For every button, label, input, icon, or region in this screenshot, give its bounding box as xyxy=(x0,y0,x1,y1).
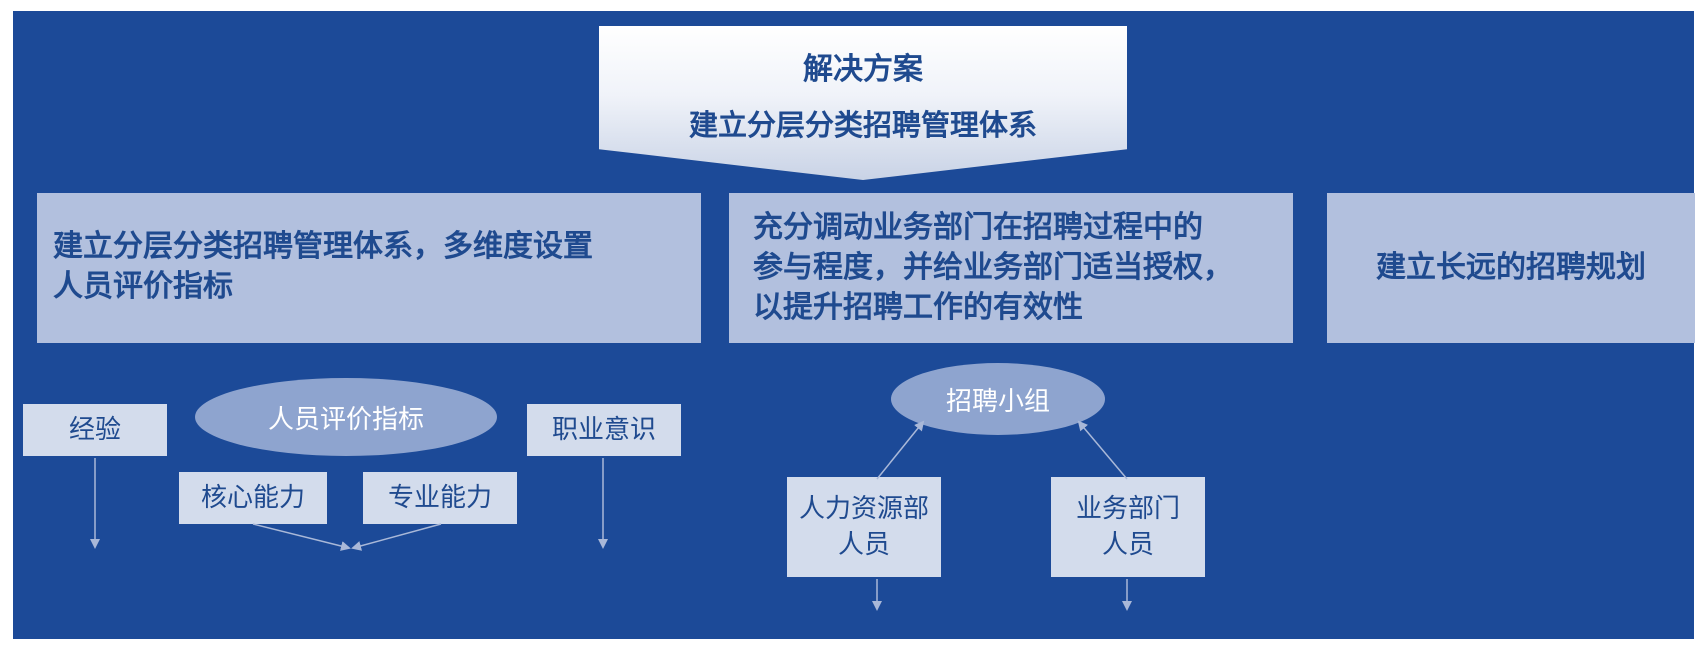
panel-middle-line3: 以提升招聘工作的有效性 xyxy=(753,290,1083,325)
arrow-core-converge xyxy=(252,523,351,551)
box-career-awareness: 职业意识 xyxy=(527,404,681,456)
box-business-staff: 业务部门 人员 xyxy=(1051,477,1205,577)
panel-business-participation: 充分调动业务部门在招聘过程中的 参与程度，并给业务部门适当授权， 以提升招聘工作… xyxy=(729,193,1293,343)
box-hr-line2: 人员 xyxy=(837,530,890,560)
box-experience: 经验 xyxy=(23,404,167,456)
diagram-canvas: 解决方案 建立分层分类招聘管理体系 建立分层分类招聘管理体系，多维度设置 人员评… xyxy=(13,11,1695,639)
solution-title: 解决方案 xyxy=(803,52,923,87)
arrow-hr-to-team xyxy=(876,420,925,480)
panel-right-text: 建立长远的招聘规划 xyxy=(1376,250,1646,285)
box-awareness-label: 职业意识 xyxy=(551,415,656,445)
connector-arrows xyxy=(90,420,1132,611)
box-professional-competency: 专业能力 xyxy=(363,472,517,524)
box-hr-staff: 人力资源部 人员 xyxy=(787,477,941,577)
ellipse-recruitment-team: 招聘小组 xyxy=(891,363,1105,435)
panel-long-term-plan: 建立长远的招聘规划 xyxy=(1327,193,1695,343)
solution-subtitle: 建立分层分类招聘管理体系 xyxy=(688,108,1037,142)
arrow-professional-converge xyxy=(351,523,442,551)
panel-middle-line2: 参与程度，并给业务部门适当授权， xyxy=(753,250,1233,285)
panel-middle-line1: 充分调动业务部门在招聘过程中的 xyxy=(753,210,1203,245)
ellipse-evaluation-indicators: 人员评价指标 xyxy=(195,378,497,456)
panel-left-line1: 建立分层分类招聘管理体系，多维度设置 xyxy=(53,229,593,264)
arrow-biz-to-team xyxy=(1077,420,1128,480)
box-biz-line1: 业务部门 xyxy=(1075,494,1180,524)
ellipse-evaluation-label: 人员评价指标 xyxy=(267,404,424,435)
box-professional-label: 专业能力 xyxy=(387,483,492,513)
solution-banner: 解决方案 建立分层分类招聘管理体系 xyxy=(599,26,1127,180)
panel-evaluation-system: 建立分层分类招聘管理体系，多维度设置 人员评价指标 xyxy=(37,193,701,343)
box-core-label: 核心能力 xyxy=(200,483,305,513)
panel-left-line2: 人员评价指标 xyxy=(53,269,233,304)
box-biz-line2: 人员 xyxy=(1101,530,1154,560)
box-hr-line1: 人力资源部 xyxy=(798,494,929,524)
box-core-competency: 核心能力 xyxy=(179,472,327,524)
box-experience-label: 经验 xyxy=(68,415,121,445)
ellipse-recruitment-label: 招聘小组 xyxy=(945,386,1050,417)
